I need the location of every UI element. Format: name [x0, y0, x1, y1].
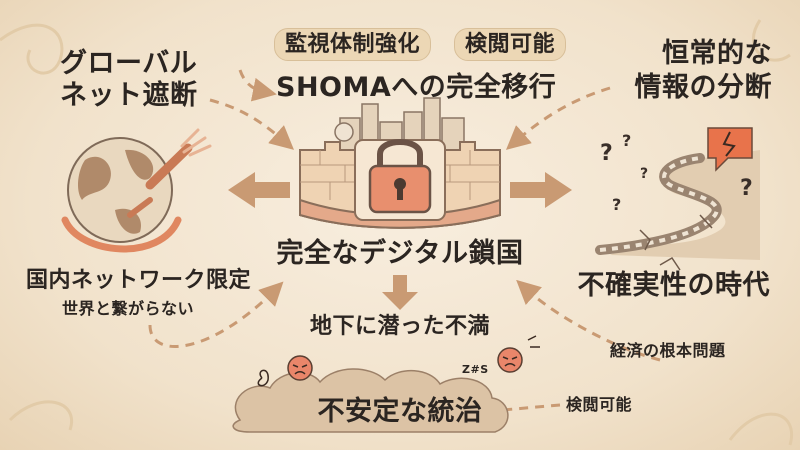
lock-icon	[368, 139, 432, 214]
unstable-governance-label: 不安定な統治	[317, 396, 483, 427]
broken-heart-icon	[707, 127, 753, 172]
underground-unrest-label: 地下に潜った不満	[309, 314, 490, 339]
uncertainty-label: 不確実性の時代	[577, 270, 770, 301]
shoma-migration-label: SHOMAへの完全移行	[276, 72, 557, 103]
cracked-road	[595, 150, 760, 271]
domestic-network-label: 国内ネットワーク限定	[26, 268, 252, 293]
solid-arrows	[228, 172, 572, 310]
svg-text:?: ?	[612, 195, 621, 214]
svg-text:?: ?	[600, 141, 613, 166]
corner-swirls	[0, 19, 793, 446]
arrow-left-solid	[228, 172, 290, 208]
censorship-pill: 検閲可能	[454, 28, 567, 62]
arrow-right-solid	[510, 172, 572, 208]
info-division-label-2: 情報の分断	[634, 72, 772, 103]
economic-problem-label: 経済の根本問題	[610, 341, 726, 360]
isolated-label: 世界と繋がらない	[62, 299, 195, 318]
global-cutoff-label-2: ネット遮断	[60, 80, 198, 111]
global-cutoff-label-1: グローバル	[60, 48, 198, 79]
arrow-shoma-to-fortress	[238, 69, 277, 102]
zzz-text: Z#S	[462, 363, 489, 376]
cut-cable-icon	[127, 128, 212, 218]
svg-text:?: ?	[740, 176, 753, 201]
angry-face-icon	[257, 335, 540, 387]
arrow-isolated-to-center	[148, 281, 284, 348]
dust-cloud	[232, 368, 509, 433]
surveillance-pill: 監視体制強化	[274, 28, 432, 62]
svg-text:?: ?	[640, 166, 648, 182]
arrow-division-to-fortress	[505, 86, 611, 150]
censorship-note: 検閲可能	[566, 395, 633, 414]
svg-text:?: ?	[622, 131, 631, 150]
arrow-cutoff-to-fortress	[209, 98, 295, 150]
globe-icon	[61, 137, 182, 253]
info-division-label-1: 恒常的な	[662, 38, 772, 69]
arrow-down-solid	[382, 275, 418, 310]
question-icon: ? ? ? ? ?	[600, 131, 753, 214]
digital-isolation-title: 完全なデジタル鎖国	[276, 238, 524, 269]
